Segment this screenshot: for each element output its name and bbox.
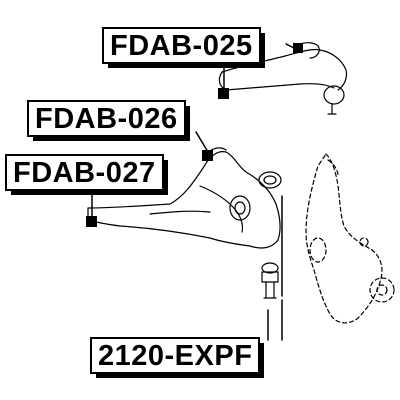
part-label-ball-joint[interactable]: 2120-EXPF bbox=[90, 337, 265, 378]
steering-knuckle bbox=[305, 153, 395, 324]
marker-upper-rear bbox=[218, 88, 229, 99]
part-label-lower-arm-front[interactable]: FDAB-026 bbox=[27, 100, 190, 141]
marker-lower-front bbox=[202, 150, 213, 161]
leader-lines bbox=[91, 43, 299, 341]
lower-control-arm bbox=[87, 147, 281, 249]
marker-upper-front bbox=[293, 43, 303, 53]
bushing-markers bbox=[86, 43, 303, 227]
upper-control-arm bbox=[218, 42, 348, 115]
marker-lower-rear bbox=[86, 216, 97, 227]
ball-joint-part bbox=[258, 171, 282, 299]
part-label-upper-arm[interactable]: FDAB-025 bbox=[102, 27, 265, 68]
part-label-lower-arm-rear[interactable]: FDAB-027 bbox=[5, 154, 168, 195]
